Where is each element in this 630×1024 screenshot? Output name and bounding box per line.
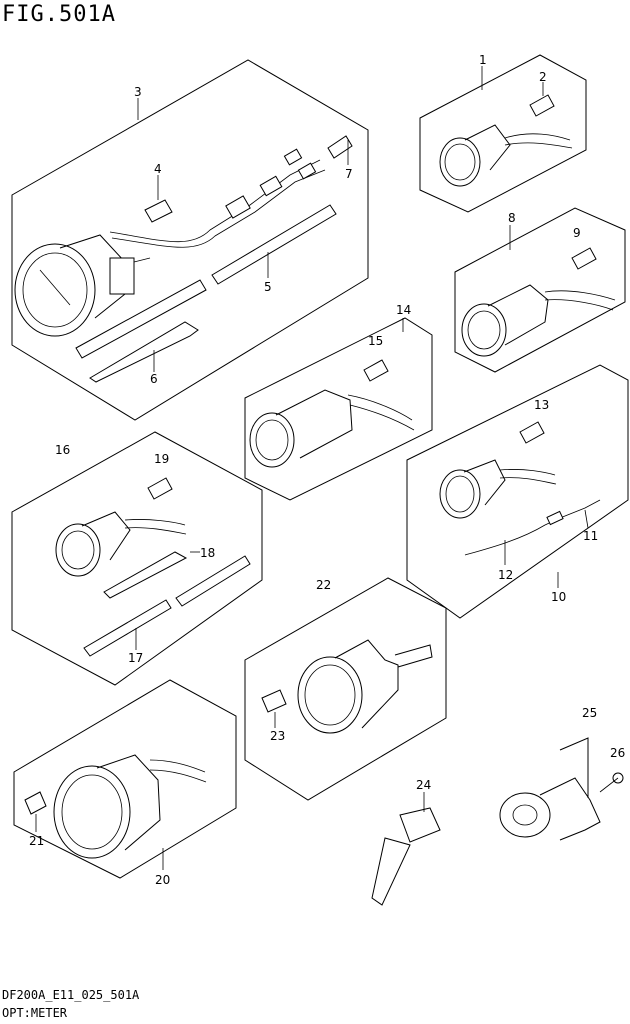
group-1: [419, 54, 587, 213]
callout-5: 5: [264, 280, 272, 294]
callout-12: 12: [498, 568, 513, 582]
callout-17: 17: [128, 651, 143, 665]
callout-4: 4: [154, 162, 162, 176]
group-14-frame: [244, 317, 433, 501]
model-code: DF200A_E11_025_501A: [2, 988, 140, 1002]
bulb-4: [144, 199, 173, 223]
callout-18: 18: [200, 546, 215, 560]
tube-17a: [175, 555, 251, 607]
callout-24: 24: [416, 778, 431, 792]
callout-1: 1: [479, 53, 487, 67]
callout-20: 20: [155, 873, 170, 887]
callout-23: 23: [270, 729, 285, 743]
cable-tie-6: [89, 321, 199, 383]
group-16: [11, 431, 263, 686]
gauge-8[interactable]: [461, 303, 507, 357]
bulb-9: [571, 247, 597, 270]
bulb-23: [261, 689, 287, 713]
group-20-frame: [13, 679, 237, 879]
callout-9: 9: [573, 226, 581, 240]
callout-21: 21: [29, 834, 44, 848]
bulb-15: [363, 359, 389, 382]
group-3: [11, 59, 369, 421]
group-22-frame: [244, 577, 447, 801]
bulb-13: [519, 421, 545, 444]
callout-15: 15: [368, 334, 383, 348]
tube-5: [211, 204, 337, 285]
callout-16: 16: [55, 443, 70, 457]
tube-17b: [83, 599, 172, 657]
bulb-21: [24, 791, 47, 815]
callout-26: 26: [610, 746, 625, 760]
bracket-25[interactable]: [499, 737, 624, 841]
callout-8: 8: [508, 211, 516, 225]
group-16-frame: [11, 431, 263, 686]
callout-3: 3: [134, 85, 142, 99]
group-3-frame: [11, 59, 369, 421]
callout-19: 19: [154, 452, 169, 466]
callout-6: 6: [150, 372, 158, 386]
group-8-frame: [454, 207, 626, 373]
callout-11: 11: [583, 529, 598, 543]
figure-caption: OPT:METER: [2, 1006, 68, 1020]
callout-14: 14: [396, 303, 411, 317]
gauge-20[interactable]: [53, 765, 131, 859]
group-14: [244, 317, 433, 501]
harness-3: [109, 159, 321, 243]
callout-25: 25: [582, 706, 597, 720]
gauge-16[interactable]: [55, 523, 101, 577]
gauge-14[interactable]: [249, 412, 295, 468]
callout-10: 10: [551, 590, 566, 604]
group-10: [406, 364, 629, 619]
bulb-7: [327, 135, 353, 159]
callout-13: 13: [534, 398, 549, 412]
figure-title: FIG.501A: [2, 2, 116, 27]
group-8: [454, 207, 626, 373]
harness-12: [464, 499, 601, 556]
sender-24[interactable]: [371, 792, 441, 906]
group-22: [244, 577, 447, 801]
cable-tie-18: [103, 551, 188, 599]
gauge-3[interactable]: [14, 234, 151, 337]
bulb-19: [147, 477, 173, 500]
gauge-22[interactable]: [297, 656, 363, 734]
callout-22: 22: [316, 578, 331, 592]
group-20: [13, 679, 237, 879]
callouts: 1 2 3 4 5 6 7 8 9 10 11 12 13 14 15 16 1…: [29, 53, 625, 887]
group-10-frame: [406, 364, 629, 619]
callout-7: 7: [345, 167, 353, 181]
group-1-frame: [419, 54, 587, 213]
callout-2: 2: [539, 70, 547, 84]
gauge-1[interactable]: [439, 137, 481, 187]
bulb-2: [529, 94, 555, 117]
